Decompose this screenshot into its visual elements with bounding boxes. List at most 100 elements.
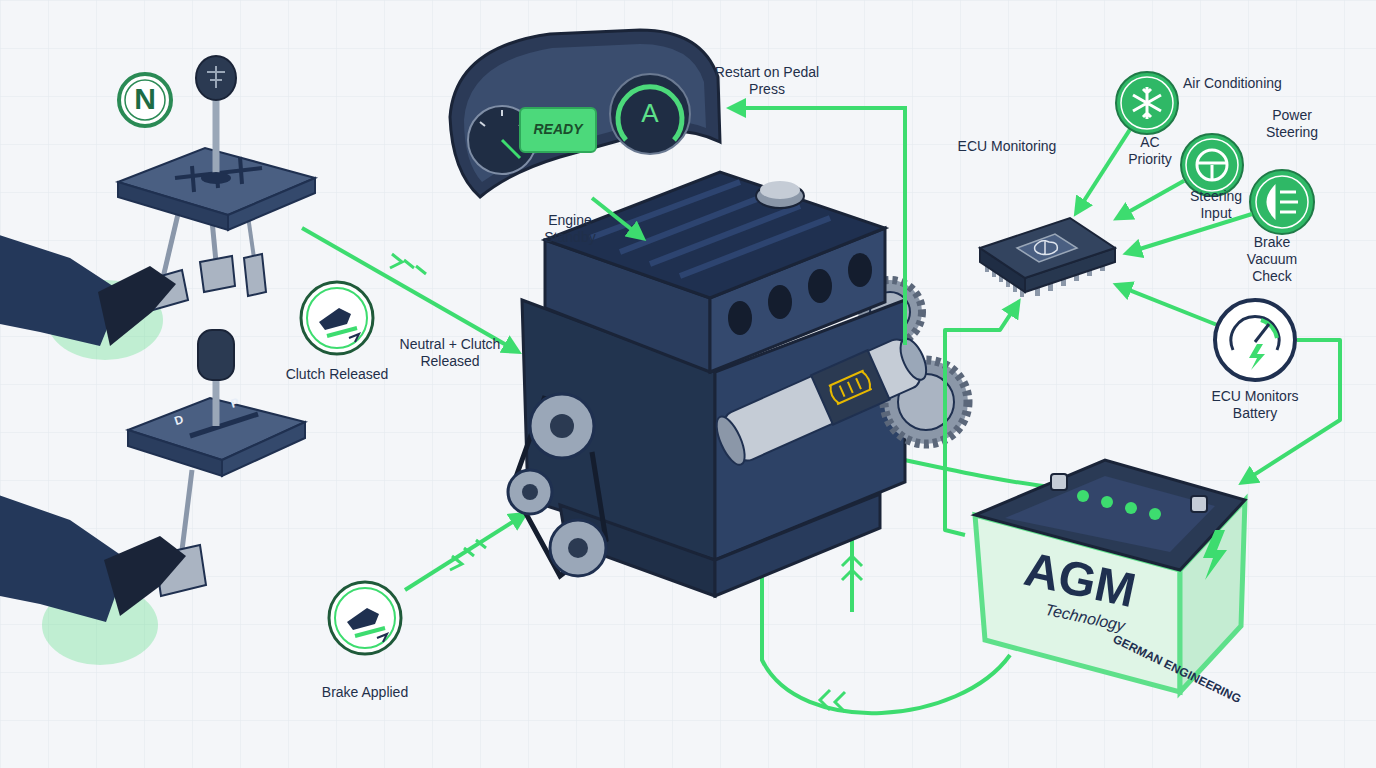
vent-cap bbox=[1077, 490, 1089, 502]
automatic-shifter bbox=[0, 330, 305, 665]
oil-pan bbox=[715, 494, 880, 596]
oil-pan bbox=[560, 505, 715, 596]
pulley-hub bbox=[550, 414, 574, 438]
shifter-platform bbox=[228, 178, 315, 230]
shifter-platform bbox=[118, 182, 228, 230]
node-shape bbox=[327, 580, 403, 656]
vent-cap bbox=[1125, 502, 1137, 514]
brake-vacuum-icon bbox=[1250, 170, 1314, 234]
exhaust-port bbox=[848, 253, 872, 287]
cluster-hood bbox=[450, 30, 720, 197]
node-text: ECU Monitors Battery bbox=[1193, 388, 1317, 422]
exhaust-port bbox=[808, 269, 832, 303]
node-shape bbox=[1213, 298, 1297, 382]
oil-cap bbox=[760, 181, 800, 199]
battery-terminal bbox=[1191, 496, 1207, 512]
flow-arrow bbox=[734, 108, 905, 345]
node-text: A bbox=[630, 99, 670, 128]
icon-ring bbox=[307, 288, 367, 348]
driver-leg bbox=[0, 492, 128, 622]
battery-top bbox=[975, 460, 1245, 570]
driver-shoe bbox=[104, 536, 186, 616]
battery-terminal bbox=[1051, 474, 1067, 490]
pulley bbox=[530, 394, 594, 458]
start-symbol bbox=[828, 370, 873, 405]
node-text: Clutch Released bbox=[264, 366, 410, 383]
diagram-node: N bbox=[117, 72, 173, 128]
icon-circle bbox=[301, 282, 373, 354]
node-text: Air Conditioning bbox=[1183, 75, 1323, 92]
pulley bbox=[550, 520, 606, 576]
gauge-needle bbox=[502, 140, 520, 158]
chevrons bbox=[390, 254, 426, 274]
valve-cover bbox=[545, 172, 885, 298]
stick-boot bbox=[201, 172, 231, 184]
start-stop-gauge bbox=[610, 74, 690, 154]
flow-arrow bbox=[405, 516, 522, 590]
exhaust-port bbox=[768, 285, 792, 319]
gear-knob bbox=[196, 56, 236, 100]
gauge-needle bbox=[1255, 324, 1269, 342]
selector-platform bbox=[222, 422, 305, 476]
node-shape bbox=[440, 22, 725, 207]
starter-pinion bbox=[895, 335, 931, 383]
diagram-node: ECU Monitors Battery bbox=[1213, 298, 1297, 382]
manual-shifter bbox=[0, 56, 315, 360]
connector-arrow bbox=[1078, 130, 1130, 210]
gauge-arc bbox=[1231, 316, 1279, 350]
snowflake-symbol bbox=[1133, 87, 1161, 119]
foot-symbol bbox=[319, 308, 351, 330]
starter-body bbox=[720, 336, 924, 465]
edge-label: Steering Input bbox=[1180, 188, 1252, 222]
annotation-label: Brake Vacuum Check bbox=[1232, 234, 1312, 284]
diagram-node: AGMTechnologyGERMAN ENGINEERING bbox=[965, 440, 1245, 700]
bolt-symbol bbox=[1203, 530, 1227, 580]
motion-symbol bbox=[349, 334, 359, 342]
gauge-arc bbox=[618, 87, 682, 140]
ready-display bbox=[520, 108, 596, 152]
lamp-symbol bbox=[1268, 188, 1298, 216]
pulley bbox=[508, 470, 552, 514]
pedal-arm bbox=[182, 470, 192, 550]
battery-lid bbox=[1005, 476, 1215, 552]
node-text: READY bbox=[520, 121, 596, 138]
selector-knob bbox=[198, 330, 234, 380]
pedal-symbol bbox=[355, 628, 385, 636]
node-text: ECU Monitoring bbox=[957, 138, 1057, 155]
flow-arrow bbox=[592, 198, 640, 236]
exhaust-port bbox=[728, 301, 752, 335]
foot-symbol bbox=[347, 608, 379, 630]
knob-pattern bbox=[207, 66, 225, 88]
icon-ring bbox=[335, 588, 395, 648]
chevrons bbox=[842, 556, 862, 580]
annotation-label: Neutral + Clutch Released bbox=[392, 336, 508, 370]
diagram-node: Air Conditioning bbox=[1115, 71, 1179, 135]
bolt-symbol bbox=[1249, 344, 1265, 370]
motion-symbol bbox=[377, 634, 387, 642]
node-shape bbox=[1115, 71, 1179, 135]
icon-ring bbox=[1256, 176, 1308, 228]
selector-platform bbox=[128, 430, 222, 476]
starter-cap bbox=[711, 413, 750, 469]
pulley-hub bbox=[568, 538, 588, 558]
flow-arrow bbox=[1130, 214, 1252, 252]
icon-circle bbox=[1116, 72, 1178, 134]
annotation-label: D bbox=[170, 411, 188, 429]
driver-leg bbox=[0, 232, 122, 346]
vent-cap bbox=[1101, 496, 1113, 508]
valve-cover-rib bbox=[590, 182, 830, 276]
icon-ring bbox=[1186, 139, 1238, 191]
icon-ring bbox=[1121, 77, 1173, 129]
node-shape bbox=[299, 280, 375, 356]
icon-circle bbox=[1181, 134, 1243, 196]
gas-pedal bbox=[244, 254, 266, 296]
icon-circle bbox=[329, 582, 401, 654]
diagram-node: ECU Monitoring bbox=[975, 210, 1120, 305]
annotation-label: Engine Standby bbox=[530, 212, 610, 246]
diagram-node: Power Steering bbox=[1180, 133, 1244, 197]
chevrons bbox=[820, 690, 845, 712]
selector-gate bbox=[190, 414, 258, 436]
starter-motor bbox=[711, 331, 934, 470]
connector-arrow bbox=[1120, 286, 1216, 324]
